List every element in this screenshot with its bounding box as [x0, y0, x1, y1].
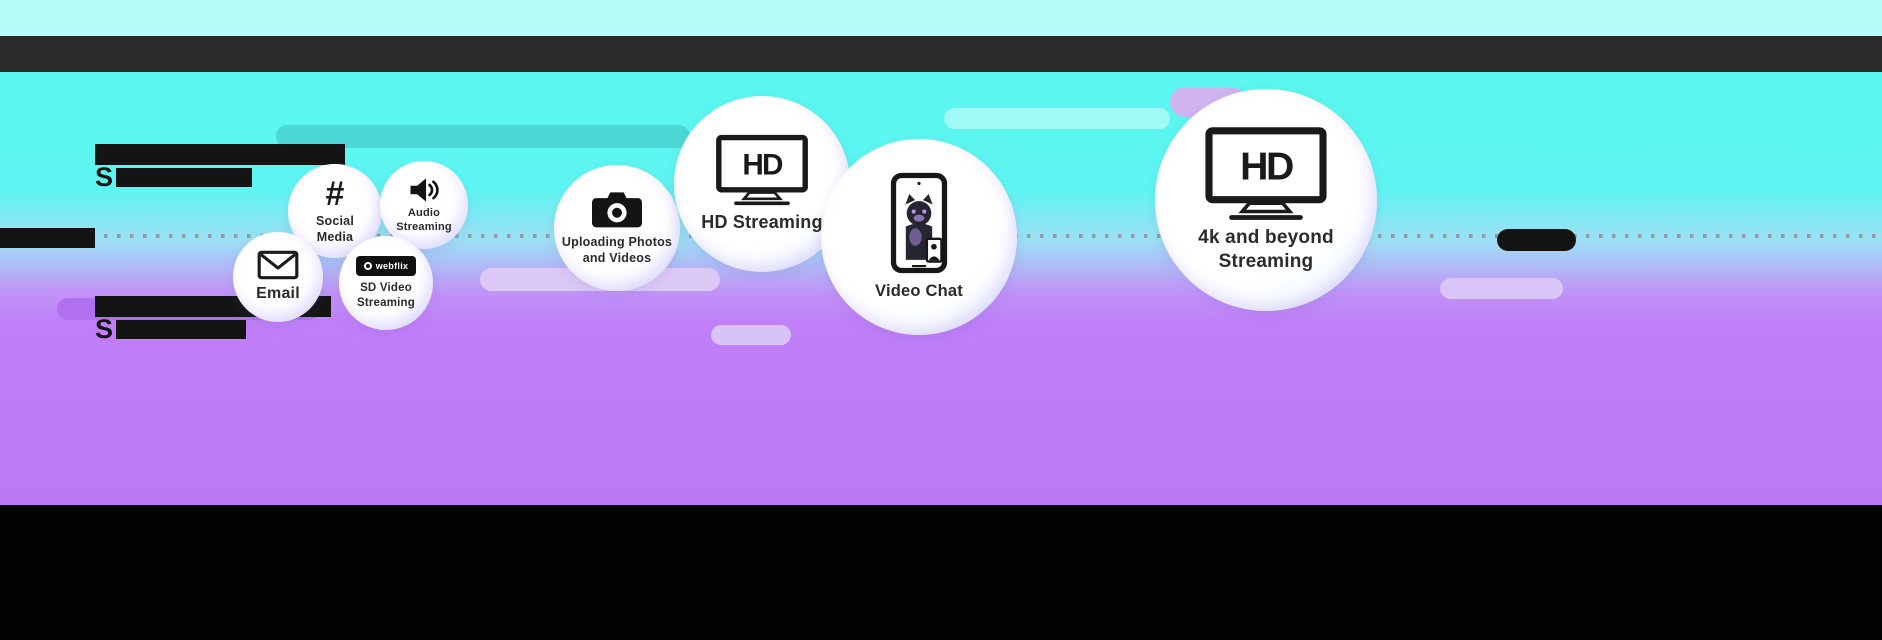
redacted-pill-right [1497, 229, 1576, 251]
bubble-label-hd-streaming: HD Streaming [701, 212, 823, 233]
bubble-video-chat: Video Chat [821, 139, 1017, 335]
bubble-email: Email [233, 232, 323, 322]
hd-tv-icon: HD [1204, 126, 1328, 221]
redacted-bar-left-edge [0, 228, 95, 248]
bubble-hd-streaming: HD HD Streaming [674, 96, 850, 272]
redacted-text-prefix: S [95, 314, 114, 344]
bubble-uhd-streaming: HD 4k and beyond Streaming [1155, 89, 1377, 311]
webflix-logo-dot [363, 262, 372, 271]
bubble-sd-video-streaming: webflix SD Video Streaming [339, 236, 433, 330]
bubble-label-email: Email [256, 285, 300, 302]
top-light-strip [0, 0, 1882, 36]
top-nav-bar [0, 36, 1882, 72]
speaker-icon [408, 176, 441, 204]
decor-pill-lavender-2 [711, 325, 791, 345]
bubble-label-sd-video-streaming: SD Video Streaming [356, 282, 416, 309]
bubble-label-audio-streaming: Audio Streaming [396, 206, 452, 233]
redacted-bar [95, 144, 345, 165]
tv-screen-text: HD [1240, 146, 1293, 189]
redacted-bar [116, 168, 253, 187]
webflix-logo-text: webflix [375, 261, 409, 272]
decor-pill-teal [276, 125, 690, 148]
hashtag-icon: # [325, 174, 345, 213]
decor-pill-white [944, 108, 1170, 129]
bubble-audio-streaming: Audio Streaming [380, 161, 468, 249]
bubble-label-uhd-streaming: 4k and beyond Streaming [1198, 227, 1334, 272]
redacted-heading-upper: S [95, 144, 345, 192]
bubble-label-video-chat: Video Chat [875, 282, 963, 301]
redacted-text-prefix: S [95, 162, 114, 192]
webflix-logo: webflix [355, 256, 417, 277]
bubble-label-uploading-photos: Uploading Photos and Videos [561, 235, 673, 265]
hd-tv-icon: HD [715, 134, 809, 206]
tv-screen-text: HD [742, 149, 783, 182]
redacted-bar [116, 320, 247, 339]
video-chat-phone-icon [890, 172, 948, 274]
bubble-label-social-media: Social Media [315, 213, 355, 244]
envelope-icon [257, 250, 299, 280]
bubble-uploading-photos: Uploading Photos and Videos [554, 165, 680, 291]
footer-bar [0, 505, 1882, 640]
decor-pill-lavender-3 [1440, 278, 1563, 299]
camera-icon [590, 189, 644, 229]
